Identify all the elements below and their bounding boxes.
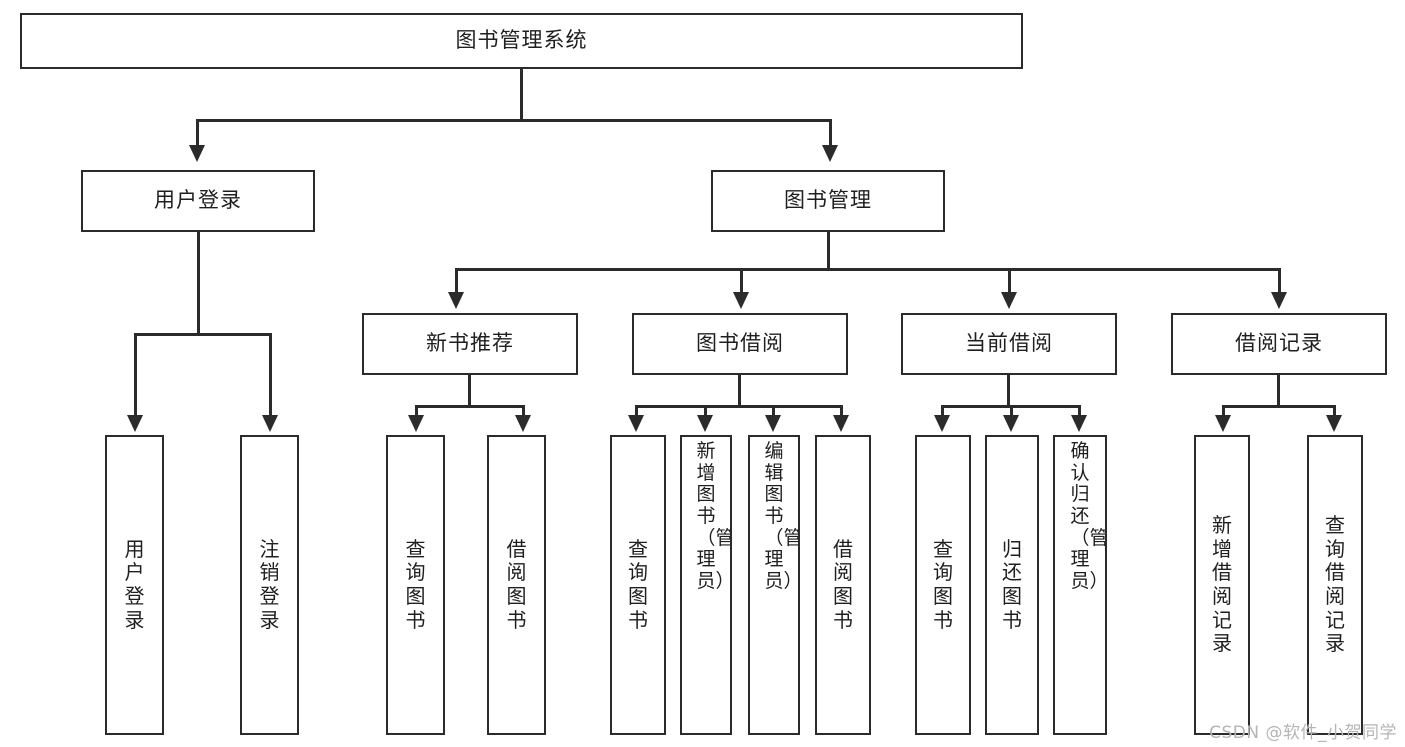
connector-level2-drop-1 [196, 119, 199, 147]
connector-user-login-drop-2 [269, 333, 272, 417]
node-current-borrow[interactable]: 当前借阅 [901, 313, 1117, 375]
arrow-new-book-leaf-1 [408, 415, 424, 432]
arrow-book-borrow-leaf-2 [697, 415, 713, 432]
connector-book-borrow-drop-3 [772, 405, 775, 417]
connector-level3-drop-1 [455, 268, 458, 294]
connector-level2-drop-2 [829, 119, 832, 147]
arrow-current-borrow-leaf-3 [1071, 415, 1087, 432]
node-user-login-label: 用户登录 [154, 188, 242, 213]
watermark: CSDN @软件_小贺同学 [1209, 723, 1397, 743]
leaf-borrow-record-1[interactable]: 新增借阅记录 [1194, 435, 1250, 735]
leaf-borrow-record-1-label: 新增借阅记录 [1212, 513, 1232, 656]
leaf-current-borrow-3-label: 确认归还（管理员） [1070, 440, 1107, 592]
leaf-user-login-2-label: 注销登录 [259, 536, 280, 632]
arrow-user-login-leaf-2 [262, 415, 278, 432]
connector-book-borrow-drop-1 [635, 405, 638, 417]
connector-book-borrow-drop-2 [704, 405, 707, 417]
leaf-current-borrow-3[interactable]: 确认归还（管理员） [1053, 435, 1107, 735]
leaf-book-borrow-2-label: 新增图书（管理员） [696, 440, 732, 592]
node-new-book-recommend[interactable]: 新书推荐 [362, 313, 578, 375]
connector-current-borrow-drop-2 [1010, 405, 1013, 417]
leaf-borrow-record-2[interactable]: 查询借阅记录 [1307, 435, 1363, 735]
arrow-level2-1 [189, 145, 205, 162]
arrow-current-borrow-leaf-2 [1003, 415, 1019, 432]
leaf-book-borrow-4-label: 借阅图书 [833, 536, 853, 632]
connector-level3-bus [455, 268, 1281, 271]
connector-book-borrow-stem [738, 375, 741, 405]
arrow-new-book-leaf-2 [515, 415, 531, 432]
connector-book-management-stem [827, 232, 830, 268]
node-borrow-record-label: 借阅记录 [1235, 331, 1323, 356]
leaf-current-borrow-2-label: 归还图书 [1002, 536, 1022, 632]
node-book-management-label: 图书管理 [784, 188, 872, 213]
node-book-management[interactable]: 图书管理 [711, 170, 945, 232]
arrow-current-borrow-leaf-1 [934, 415, 950, 432]
leaf-user-login-2[interactable]: 注销登录 [240, 435, 299, 735]
connector-borrow-record-bus [1222, 405, 1336, 408]
connector-current-borrow-stem [1007, 375, 1010, 405]
leaf-new-book-2[interactable]: 借阅图书 [487, 435, 546, 735]
arrow-book-borrow-leaf-3 [765, 415, 781, 432]
connector-book-borrow-bus [635, 405, 842, 408]
arrow-book-borrow-leaf-1 [628, 415, 644, 432]
leaf-new-book-1[interactable]: 查询图书 [386, 435, 445, 735]
leaf-new-book-1-label: 查询图书 [405, 536, 426, 632]
leaf-book-borrow-3-label: 编辑图书（管理员） [764, 440, 800, 592]
arrow-borrow-record-leaf-2 [1326, 415, 1342, 432]
connector-level3-drop-3 [1008, 268, 1011, 294]
connector-level2-bus [196, 119, 832, 122]
arrow-level3-1 [448, 292, 464, 309]
arrow-level3-4 [1271, 292, 1287, 309]
node-new-book-recommend-label: 新书推荐 [426, 331, 514, 356]
connector-level3-drop-2 [740, 268, 743, 294]
arrow-borrow-record-leaf-1 [1215, 415, 1231, 432]
connector-new-book-drop-1 [415, 405, 418, 417]
leaf-current-borrow-1-label: 查询图书 [933, 536, 953, 632]
leaf-user-login-1[interactable]: 用户登录 [105, 435, 164, 735]
leaf-book-borrow-3[interactable]: 编辑图书（管理员） [748, 435, 800, 735]
arrow-level3-3 [1001, 292, 1017, 309]
connector-user-login-stem [197, 232, 200, 333]
node-root-label: 图书管理系统 [455, 28, 588, 53]
node-current-borrow-label: 当前借阅 [965, 331, 1053, 356]
connector-current-borrow-drop-3 [1078, 405, 1081, 417]
node-user-login[interactable]: 用户登录 [81, 170, 315, 232]
leaf-new-book-2-label: 借阅图书 [506, 536, 527, 632]
connector-user-login-bus [134, 333, 272, 336]
node-root[interactable]: 图书管理系统 [20, 13, 1023, 69]
connector-borrow-record-stem [1277, 375, 1280, 405]
arrow-book-borrow-leaf-4 [833, 415, 849, 432]
leaf-current-borrow-2[interactable]: 归还图书 [985, 435, 1039, 735]
connector-new-book-bus [415, 405, 525, 408]
leaf-book-borrow-4[interactable]: 借阅图书 [815, 435, 871, 735]
connector-new-book-stem [468, 375, 471, 405]
connector-borrow-record-drop-1 [1222, 405, 1225, 417]
connector-user-login-drop-1 [134, 333, 137, 417]
node-book-borrow-label: 图书借阅 [696, 331, 784, 356]
arrow-user-login-leaf-1 [127, 415, 143, 432]
connector-new-book-drop-2 [522, 405, 525, 417]
connector-book-borrow-drop-4 [840, 405, 843, 417]
connector-level3-drop-4 [1278, 268, 1281, 294]
connector-current-borrow-drop-1 [941, 405, 944, 417]
leaf-book-borrow-1[interactable]: 查询图书 [610, 435, 666, 735]
arrow-level3-2 [733, 292, 749, 309]
leaf-borrow-record-2-label: 查询借阅记录 [1325, 513, 1345, 656]
leaf-book-borrow-1-label: 查询图书 [628, 536, 648, 632]
leaf-user-login-1-label: 用户登录 [124, 536, 145, 632]
connector-root-stem [520, 69, 523, 119]
leaf-current-borrow-1[interactable]: 查询图书 [915, 435, 971, 735]
connector-borrow-record-drop-2 [1333, 405, 1336, 417]
leaf-book-borrow-2[interactable]: 新增图书（管理员） [680, 435, 732, 735]
node-borrow-record[interactable]: 借阅记录 [1171, 313, 1387, 375]
arrow-level2-2 [822, 145, 838, 162]
node-book-borrow[interactable]: 图书借阅 [632, 313, 848, 375]
